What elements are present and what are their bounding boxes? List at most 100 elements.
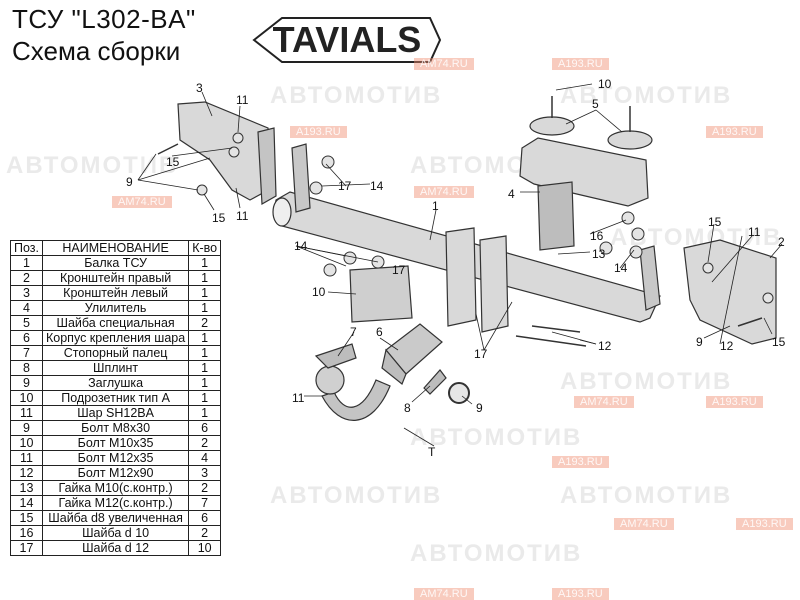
cell-position: 5 bbox=[10, 315, 43, 331]
cell-name: Балка ТСУ bbox=[41, 255, 190, 271]
callout-label: 5 bbox=[592, 97, 599, 111]
cell-position: 9 bbox=[10, 420, 43, 436]
table-header-row: Поз. НАИМЕНОВАНИЕ К-во bbox=[10, 240, 222, 256]
callout-label: 9 bbox=[126, 175, 133, 189]
plug bbox=[448, 382, 470, 404]
bolt bbox=[515, 335, 587, 347]
cell-position: 14 bbox=[10, 495, 43, 511]
cell-position: 16 bbox=[10, 525, 43, 541]
cell-position: 12 bbox=[10, 465, 43, 481]
callout-labels: 3 11 15 9 15 11 10 5 4 1 17 14 16 13 15 … bbox=[126, 77, 786, 459]
cell-name: Шар SH12BA bbox=[41, 405, 190, 421]
tow-ball-neck bbox=[321, 379, 391, 421]
cell-position: 17 bbox=[10, 540, 43, 556]
callout-label: 7 bbox=[350, 325, 357, 339]
callout-label: 4 bbox=[508, 187, 515, 201]
beam-plate-left bbox=[291, 143, 311, 213]
cell-name: Болт М12х90 bbox=[41, 465, 190, 481]
callout-label: 15 bbox=[772, 335, 786, 349]
cell-quantity: 1 bbox=[188, 270, 222, 286]
cell-name: Шайба d8 увеличенная bbox=[41, 510, 190, 526]
column-header-name: НАИМЕНОВАНИЕ bbox=[41, 240, 190, 256]
cell-name: Шплинт bbox=[41, 360, 190, 376]
callout-label: 12 bbox=[598, 339, 612, 353]
callout-label: 2 bbox=[778, 235, 785, 249]
nut bbox=[323, 263, 337, 277]
callout-label: T bbox=[428, 445, 436, 459]
column-header-position: Поз. bbox=[10, 240, 43, 256]
nut bbox=[309, 181, 323, 195]
cell-name: Кронштейн левый bbox=[41, 285, 190, 301]
washer bbox=[599, 241, 613, 255]
reinforcement-tube bbox=[537, 181, 575, 251]
cell-name: Болт М10х35 bbox=[41, 435, 190, 451]
special-washer bbox=[529, 116, 575, 136]
callout-label: 14 bbox=[294, 239, 308, 253]
cell-name: Улилитель bbox=[41, 300, 190, 316]
cell-position: 11 bbox=[10, 405, 43, 421]
washer bbox=[631, 227, 645, 241]
cell-name: Болт М12х35 bbox=[41, 450, 190, 466]
callout-label: 15 bbox=[708, 215, 722, 229]
cell-quantity: 10 bbox=[188, 540, 222, 556]
cell-position: 6 bbox=[10, 330, 43, 346]
callout-label: 17 bbox=[338, 179, 352, 193]
cell-position: 8 bbox=[10, 360, 43, 376]
cell-quantity: 2 bbox=[188, 435, 222, 451]
cell-quantity: 4 bbox=[188, 450, 222, 466]
left-bracket-side bbox=[257, 127, 277, 206]
cell-quantity: 2 bbox=[188, 315, 222, 331]
cell-name: Стопорный палец bbox=[41, 345, 190, 361]
bolt bbox=[157, 143, 179, 155]
column-header-quantity: К-во bbox=[188, 240, 222, 256]
right-bracket bbox=[683, 239, 777, 345]
special-washer bbox=[607, 130, 653, 150]
nut bbox=[629, 245, 643, 259]
nut bbox=[321, 155, 335, 169]
nut bbox=[343, 251, 357, 265]
callout-label: 1 bbox=[432, 199, 439, 213]
cell-position: 13 bbox=[10, 480, 43, 496]
cotter-pin bbox=[423, 369, 447, 395]
cell-name: Подрозетник тип А bbox=[41, 390, 190, 406]
cell-quantity: 1 bbox=[188, 405, 222, 421]
callout-label: 11 bbox=[292, 391, 305, 405]
cell-name: Кронштейн правый bbox=[41, 270, 190, 286]
cell-position: 7 bbox=[10, 345, 43, 361]
cell-quantity: 1 bbox=[188, 300, 222, 316]
cell-position: 9 bbox=[10, 375, 43, 391]
cell-quantity: 1 bbox=[188, 285, 222, 301]
page-subtitle: Схема сборки bbox=[12, 36, 181, 66]
ball-mount-tube bbox=[381, 348, 407, 385]
callout-label: 10 bbox=[598, 77, 612, 91]
callout-label: 17 bbox=[474, 347, 488, 361]
cell-quantity: 1 bbox=[188, 255, 222, 271]
callout-label: 13 bbox=[592, 247, 606, 261]
page-title: ТСУ "L302-BA" bbox=[12, 4, 196, 34]
callout-label: 8 bbox=[404, 401, 411, 415]
callout-label: 15 bbox=[212, 211, 226, 225]
callout-label: 11 bbox=[236, 209, 249, 223]
cell-quantity: 7 bbox=[188, 495, 222, 511]
cell-name: Болт М8х30 bbox=[41, 420, 190, 436]
cell-name: Гайка М10(с.контр.) bbox=[41, 480, 190, 496]
bolt bbox=[531, 325, 581, 333]
nut bbox=[621, 211, 635, 225]
cell-quantity: 2 bbox=[188, 525, 222, 541]
cell-quantity: 1 bbox=[188, 390, 222, 406]
